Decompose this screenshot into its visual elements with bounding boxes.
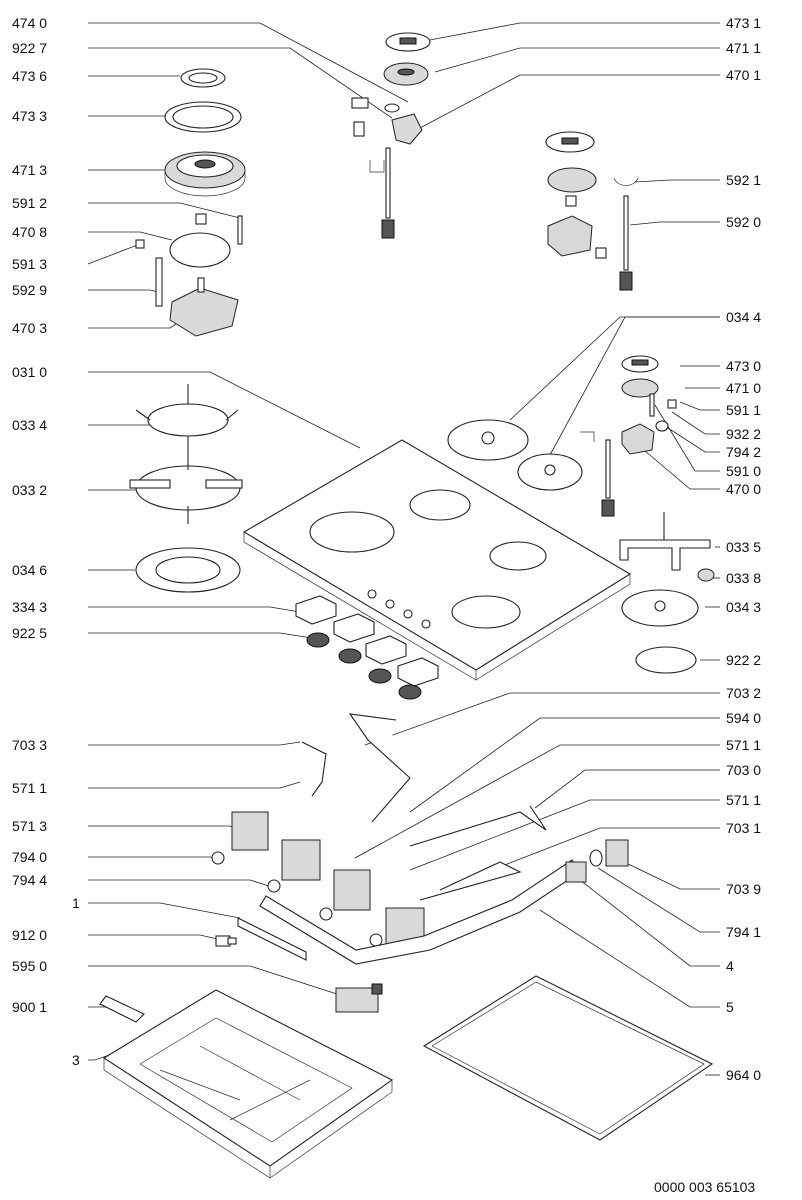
label-591-1: 591 1 [726,402,761,418]
label-703-0: 703 0 [726,762,761,778]
label-571-1-left: 571 1 [12,780,47,796]
label-900-1: 900 1 [12,999,47,1015]
label-033-5: 033 5 [726,539,761,555]
part-ignition-unit-5950 [335,983,383,1013]
label-474-0: 474 0 [12,15,47,31]
part-cap-4731 [385,32,431,52]
part-electrode-5929 [155,257,163,307]
label-794-2: 794 2 [726,444,761,460]
part-injector-4701 [351,97,423,239]
label-473-1: 473 1 [726,15,761,31]
label-592-1: 592 1 [726,172,761,188]
label-594-0: 594 0 [726,710,761,726]
part-pan-support-0332 [129,446,243,524]
label-470-8: 470 8 [12,224,47,240]
document-number: 0000 003 65103 [654,1179,755,1195]
part-thermocouple-5912 [195,213,243,245]
part-bar-1 [237,917,307,961]
part-burner-right-mid [580,355,677,517]
label-034-3: 034 3 [726,599,761,615]
part-seal-9640 [422,975,714,1141]
label-703-2: 703 2 [726,685,761,701]
part-tray-0343 [621,589,699,627]
label-571-3: 571 3 [12,818,47,834]
part-burner-crown-4713 [164,151,246,197]
part-knob-rings-9225 [306,632,422,700]
label-794-4: 794 4 [12,872,47,888]
part-burner-ring-4733 [164,101,242,133]
part-pan-support-0335 [619,512,711,571]
part-bottom-tray-3 [102,989,394,1179]
label-591-2: 591 2 [12,195,47,211]
label-473-3: 473 3 [12,108,47,124]
part-cap-0338 [697,568,715,582]
label-595-0: 595 0 [12,958,47,974]
label-591-0: 591 0 [726,463,761,479]
label-1: 1 [72,895,80,911]
label-3: 3 [72,1052,80,1068]
part-clip-5913 [135,239,145,249]
label-591-3: 591 3 [12,256,47,272]
label-912-0: 912 0 [12,927,47,943]
part-burner-base-4703 [169,277,239,337]
part-strap-9001 [99,995,145,1023]
label-473-0: 473 0 [726,358,761,374]
part-burner-cap-small-4736 [180,68,226,88]
label-470-1: 470 1 [726,67,761,83]
label-471-1-top: 471 1 [726,40,761,56]
label-932-2: 932 2 [726,426,761,442]
label-033-2: 033 2 [12,482,47,498]
label-592-9: 592 9 [12,282,47,298]
part-gas-pipes [301,713,547,901]
part-labels: 474 0 922 7 473 6 473 3 471 3 591 2 470 … [12,15,761,1083]
label-5: 5 [726,999,734,1015]
part-gasket-9222 [635,646,697,674]
label-922-2: 922 2 [726,652,761,668]
part-burner-right-top [545,131,639,291]
label-703-1: 703 1 [726,820,761,836]
label-922-5: 922 5 [12,625,47,641]
label-034-6: 034 6 [12,562,47,578]
part-manifold [259,839,629,965]
part-crown-4711 [383,62,429,86]
label-473-6: 473 6 [12,68,47,84]
label-034-4: 034 4 [726,309,761,325]
label-703-9: 703 9 [726,881,761,897]
label-031-0: 031 0 [12,364,47,380]
part-knobs-3343 [295,595,439,687]
label-471-3: 471 3 [12,162,47,178]
part-gasket-4708 [169,232,231,268]
label-4: 4 [726,958,734,974]
part-wok-support-0334 [135,384,239,446]
label-794-0: 794 0 [12,849,47,865]
label-794-1: 794 1 [726,924,761,940]
part-hob-top-0310 [242,439,632,681]
part-screw-9120 [215,935,237,947]
label-571-1-right-b: 571 1 [726,792,761,808]
label-470-3: 470 3 [12,320,47,336]
label-592-0: 592 0 [726,214,761,230]
label-703-3: 703 3 [12,737,47,753]
part-spill-trays-0344 [447,419,583,491]
label-571-1-right-a: 571 1 [726,737,761,753]
label-922-7: 922 7 [12,40,47,56]
label-033-8: 033 8 [726,570,761,586]
label-334-3: 334 3 [12,599,47,615]
label-471-0: 471 0 [726,380,761,396]
label-964-0: 964 0 [726,1067,761,1083]
part-spill-tray-0346 [135,547,241,593]
label-470-0: 470 0 [726,481,761,497]
label-033-4: 033 4 [12,417,47,433]
part-valves [211,811,425,951]
